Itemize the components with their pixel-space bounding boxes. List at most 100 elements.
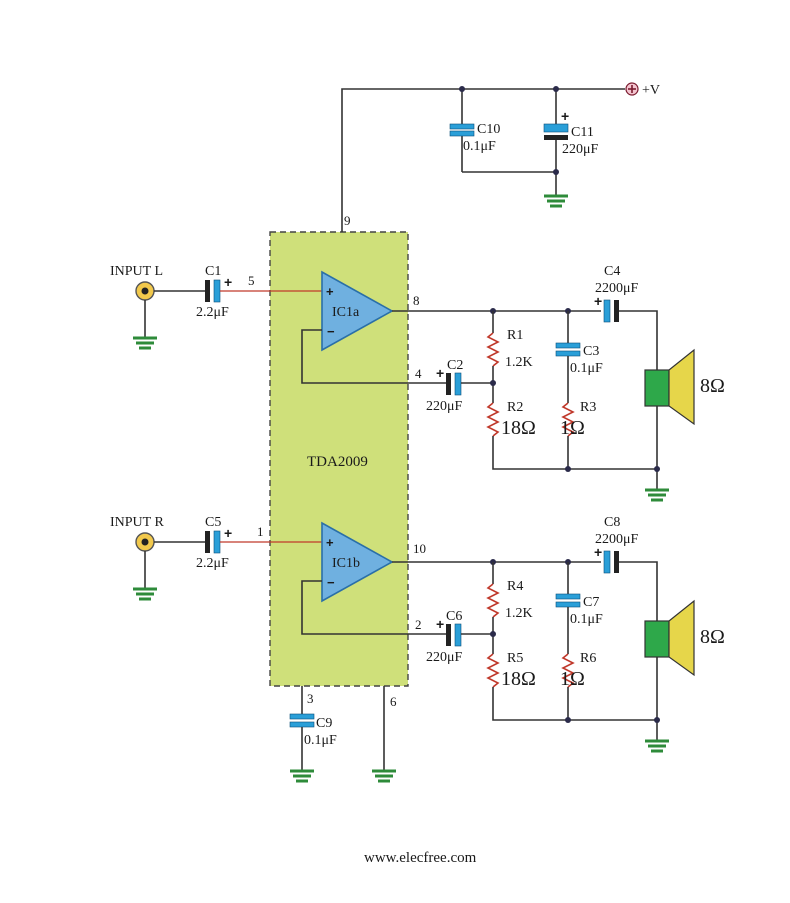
supply-label: +V: [642, 83, 660, 98]
r1-name: R1: [507, 328, 523, 343]
junction-dot: [553, 86, 559, 92]
pin-1-label: 1: [257, 524, 264, 539]
c6-value: 220μF: [426, 650, 463, 665]
input-left-jack-icon[interactable]: [135, 281, 155, 301]
c5-polarity-mark: +: [224, 525, 232, 541]
speaker-top-impedance: 8Ω: [700, 375, 725, 397]
c4-polarity-mark: +: [594, 293, 602, 309]
ic1b-plus-mark: +: [326, 535, 334, 550]
c10-name: C10: [477, 122, 500, 137]
ground-icon: [645, 739, 669, 753]
ic1a-plus-mark: +: [326, 284, 334, 299]
input-right-label: INPUT R: [110, 515, 164, 530]
c9-value: 0.1μF: [304, 733, 337, 748]
c4-value: 2200μF: [595, 281, 639, 296]
resistor-r5-icon: [486, 653, 500, 688]
pin-8-label: 8: [413, 293, 420, 308]
capacitor-c8-icon: [603, 550, 619, 574]
speaker-top-icon: [644, 348, 695, 426]
r3-name: R3: [580, 400, 596, 415]
c8-name: C8: [604, 515, 620, 530]
supply-wiring: [341, 88, 625, 232]
c2-value: 220μF: [426, 399, 463, 414]
c11-value: 220μF: [562, 142, 599, 157]
footer-url: www.elecfree.com: [364, 850, 477, 866]
capacitor-c3-icon: [555, 342, 581, 357]
junction-dot: [490, 631, 496, 637]
ic1a-minus-mark: −: [327, 324, 335, 339]
r4-value: 1.2K: [505, 606, 533, 621]
c6-polarity-mark: +: [436, 616, 444, 632]
pin-6-label: 6: [390, 694, 397, 709]
junction-dot: [459, 86, 465, 92]
capacitor-c4-icon: [603, 299, 619, 323]
capacitor-c9-icon: [289, 713, 315, 728]
ic1b-label: IC1b: [332, 556, 360, 571]
c2-name: C2: [447, 358, 463, 373]
c7-name: C7: [583, 595, 599, 610]
ic1a-label: IC1a: [332, 305, 360, 320]
capacitor-c5-icon: [205, 530, 221, 554]
pin-2-label: 2: [415, 617, 422, 632]
resistor-r6-icon: [561, 653, 575, 688]
c11-polarity-mark: +: [561, 108, 569, 124]
c3-value: 0.1μF: [570, 361, 603, 376]
junction-dot: [654, 717, 660, 723]
r6-name: R6: [580, 651, 596, 666]
resistor-r3-icon: [561, 402, 575, 437]
ground-icon: [290, 769, 314, 783]
input-left-label: INPUT L: [110, 264, 163, 279]
pin-5-label: 5: [248, 273, 255, 288]
pin-4-label: 4: [415, 366, 422, 381]
ic1b-minus-mark: −: [327, 575, 335, 590]
r3-value: 1Ω: [560, 417, 585, 439]
ground-icon: [133, 587, 157, 601]
c6-name: C6: [446, 609, 462, 624]
ground-icon: [645, 488, 669, 502]
c2-polarity-mark: +: [436, 365, 444, 381]
r5-name: R5: [507, 651, 523, 666]
c1-polarity-mark: +: [224, 274, 232, 290]
c9-name: C9: [316, 716, 332, 731]
pin-3-label: 3: [307, 691, 314, 706]
r2-value: 18Ω: [501, 417, 536, 439]
c1-value: 2.2μF: [196, 305, 229, 320]
c8-value: 2200μF: [595, 532, 639, 547]
speaker-bottom-icon: [644, 599, 695, 677]
speaker-bottom-impedance: 8Ω: [700, 626, 725, 648]
junction-dot: [654, 466, 660, 472]
pin-10-label: 10: [413, 541, 426, 556]
r1-value: 1.2K: [505, 355, 533, 370]
c1-name: C1: [205, 264, 221, 279]
c5-name: C5: [205, 515, 221, 530]
junction-dot: [565, 466, 571, 472]
opamp-ic1a-icon: [321, 270, 394, 352]
junction-dot: [490, 380, 496, 386]
capacitor-c6-icon: [446, 623, 462, 647]
resistor-r1-icon: [486, 332, 500, 367]
resistor-r4-icon: [486, 583, 500, 618]
supply-terminal-icon: [625, 82, 639, 96]
input-right-jack-icon[interactable]: [135, 532, 155, 552]
capacitor-c1-icon: [205, 279, 221, 303]
capacitor-c2-icon: [446, 372, 462, 396]
c8-polarity-mark: +: [594, 544, 602, 560]
r2-name: R2: [507, 400, 523, 415]
c5-value: 2.2μF: [196, 556, 229, 571]
c10-value: 0.1μF: [463, 139, 496, 154]
capacitor-c11-icon: [543, 123, 569, 140]
junction-dot: [565, 717, 571, 723]
pin-9-label: 9: [344, 213, 351, 228]
chip-label: TDA2009: [307, 454, 368, 470]
ground-icon: [372, 769, 396, 783]
r4-name: R4: [507, 579, 523, 594]
opamp-ic1b-icon: [321, 521, 394, 603]
c7-value: 0.1μF: [570, 612, 603, 627]
ground-icon: [544, 194, 568, 208]
resistor-r2-icon: [486, 402, 500, 437]
r6-value: 1Ω: [560, 668, 585, 690]
ground-icon: [133, 336, 157, 350]
c4-name: C4: [604, 264, 620, 279]
capacitor-c10-icon: [449, 123, 475, 137]
